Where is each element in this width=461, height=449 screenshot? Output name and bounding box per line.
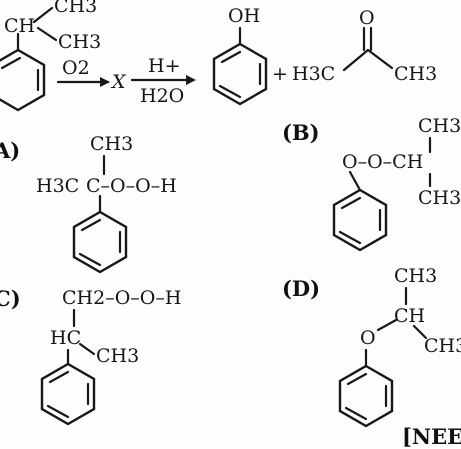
option-a-h3c: H3C: [36, 175, 79, 197]
acetone-right-bond: [366, 48, 394, 70]
arrow-1-head: [100, 77, 110, 87]
option-c-label[interactable]: C): [0, 286, 21, 311]
acetone-ch3: CH3: [394, 63, 437, 85]
option-c-ch3: CH3: [96, 345, 139, 367]
plus-sign: +: [272, 63, 288, 85]
reagent-h-plus: H+: [148, 55, 181, 77]
option-d-ch3-bottom: CH3: [424, 335, 461, 357]
cumene-ch-text: CH: [4, 15, 35, 37]
option-b-chain: O–O–CH: [342, 151, 423, 173]
cumene-lower-bond: [36, 26, 58, 42]
option-d-benzene-ring: [338, 364, 394, 428]
option-d-ch3-top: CH3: [394, 265, 437, 287]
option-d-label[interactable]: (D): [282, 276, 320, 301]
source-tag: [NEE: [402, 424, 461, 449]
reagent-o2: O2: [62, 57, 90, 79]
acetone-h3c: H3C: [292, 63, 335, 85]
option-d-ch: CH: [394, 305, 425, 327]
arrow-2-head: [186, 75, 196, 85]
option-b-ch3-bottom: CH3: [418, 187, 461, 209]
option-d-o-bond: [376, 318, 398, 332]
option-a-benzene-ring: [72, 210, 128, 274]
option-a-ch3: CH3: [90, 133, 133, 155]
option-d-oxygen: O: [360, 327, 376, 349]
phenol-oh-text: OH: [228, 5, 260, 27]
option-c-hc: HC: [50, 327, 81, 349]
cumene-lower-ch3: CH3: [58, 31, 101, 53]
option-b-ring-bond: [348, 170, 362, 192]
phenol-benzene-ring: [212, 42, 268, 106]
option-c-ch3-bond: [78, 342, 96, 356]
cumene-upper-ch3: CH3: [54, 0, 97, 17]
reagent-h2o: H2O: [140, 85, 184, 107]
option-a-chain: C–O–O–H: [86, 175, 177, 197]
intermediate-x: X: [110, 71, 127, 93]
option-c-benzene-ring: [40, 362, 96, 426]
option-b-benzene-ring: [332, 188, 388, 252]
option-b-ch3-top: CH3: [418, 115, 461, 137]
acetone-left-bond: [342, 48, 370, 72]
cumene-upper-bond: [32, 6, 54, 24]
option-b-label[interactable]: (B): [282, 120, 320, 145]
cumene-benzene-ring: [0, 48, 46, 112]
option-c-chain: CH2–O–O–H: [62, 287, 181, 309]
acetone-oxygen: O: [359, 7, 375, 29]
option-a-label[interactable]: A): [0, 138, 20, 163]
option-d-bottom-bond: [412, 324, 428, 340]
